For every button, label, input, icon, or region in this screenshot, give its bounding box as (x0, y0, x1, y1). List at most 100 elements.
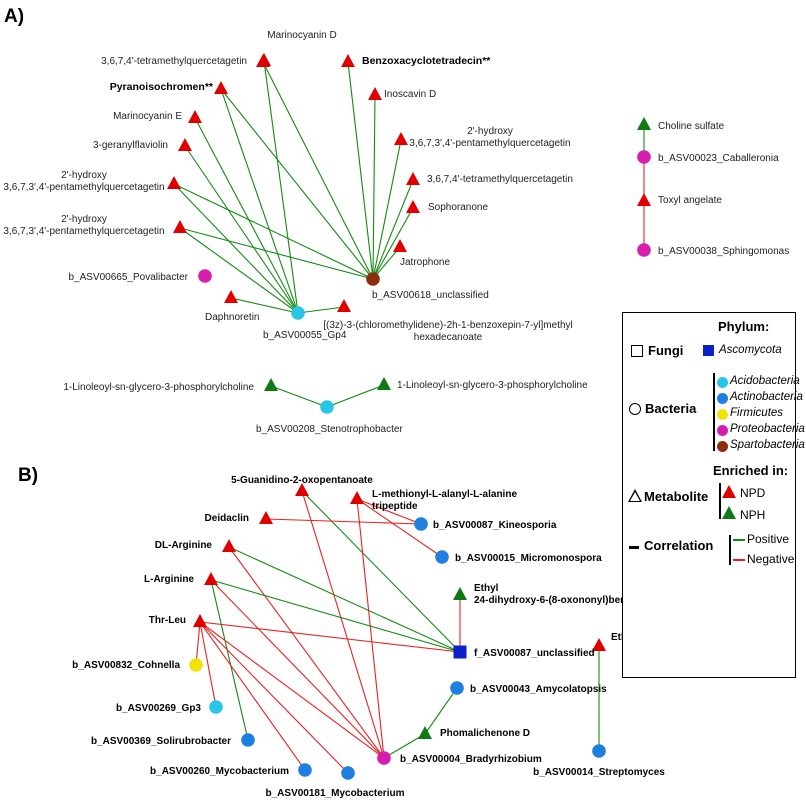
panel-b-edge-negative (199, 621, 306, 771)
nph-triangle-icon (722, 506, 736, 519)
metabolite-triangle-node (393, 238, 407, 252)
panel-b-node-label: b_ASV00004_Bradyrhizobium (400, 754, 542, 765)
panel-a-node-label: b_ASV00023_Caballeronia (658, 153, 779, 164)
acidobacteria-dot-icon (717, 377, 728, 388)
bacteria-circle-node (320, 400, 334, 414)
metabolite-triangle-node (637, 116, 651, 130)
panel-a-node-label: Inoscavin D (384, 89, 436, 100)
negative-line-icon (733, 559, 745, 561)
panel-a-node-label: [(3z)-3-(chloromethylidene)-2h-1-benzoxe… (323, 320, 573, 343)
panel-a-node-label: 1-Linoleoyl-sn-glycero-3-phosphorylcholi… (63, 382, 254, 393)
panel-b-node-label: b_ASV00181_Mycobacterium (266, 788, 405, 799)
panel-b-node-label: b_ASV00015_Micromonospora (455, 553, 602, 564)
legend-fungi: Fungi (648, 343, 684, 358)
panel-a-edge-positive (173, 183, 299, 314)
legend-ascomycota: Ascomycota (719, 344, 782, 356)
panel-a-node-label: b_ASV00618_unclassified (372, 290, 489, 301)
panel-a-edge-positive (270, 385, 328, 408)
section-label-a: A) (4, 6, 24, 27)
fungi-square-icon (631, 345, 643, 357)
bacteria-circle-node (291, 306, 305, 320)
firmicutes-dot-icon (717, 409, 728, 420)
bacteria-circle-node (592, 744, 606, 758)
legend-spartobacteria: Spartobacteria (730, 439, 805, 451)
panel-a-node-label: b_ASV00665_Povalibacter (68, 272, 188, 283)
panel-a-edge-positive (347, 61, 374, 280)
panel-a-edge-positive (372, 246, 401, 280)
panel-b-edge-negative (195, 621, 201, 666)
panel-a-node-label: Jatrophone (400, 257, 450, 268)
panel-b-edge-negative (301, 490, 385, 759)
metabolite-triangle-node (592, 637, 606, 651)
legend-bacteria: Bacteria (645, 401, 697, 416)
bacteria-circle-node (637, 243, 651, 257)
legend-proteobacteria: Proteobacteria (730, 423, 805, 435)
legend-positive: Positive (747, 532, 790, 546)
panel-a-edge-positive (230, 297, 299, 314)
panel-b-edge-negative (356, 498, 385, 759)
panel-b-node-label: b_ASV00369_Solirubrobacter (91, 736, 231, 747)
panel-b-node-label: Phomalichenone D (440, 728, 530, 739)
panel-b-node-label: b_ASV00269_Gp3 (116, 703, 201, 714)
bacteria-circle-node (366, 272, 380, 286)
panel-a-edge-positive (184, 145, 299, 314)
panel-b-node-label: b_ASV00832_Cohnella (72, 660, 180, 671)
legend-acidobacteria: Acidobacteria (730, 375, 800, 387)
bacteria-bracket (713, 373, 715, 451)
bacteria-circle-node (377, 751, 391, 765)
panel-b-edge-positive (210, 579, 461, 653)
bacteria-circle-node (198, 269, 212, 283)
panel-a-node-label: b_ASV00038_Sphingomonas (658, 246, 789, 257)
panel-a-edge-positive (372, 139, 402, 280)
legend-phylum-title: Phylum: (718, 319, 770, 334)
metabolite-triangle-node (264, 377, 278, 391)
metabolite-triangle-node (418, 725, 432, 739)
proteobacteria-dot-icon (717, 425, 728, 436)
metabolite-triangle-node (406, 199, 420, 213)
panel-a-node-label: Choline sulfate (658, 121, 725, 132)
panel-b-node-label: f_ASV00087_unclassified (474, 648, 595, 659)
panel-b-edge-negative (228, 546, 385, 759)
panel-b-node-label: b_ASV00043_Amycolatopsis (470, 684, 607, 695)
panel-b-edge-negative (356, 498, 422, 525)
metabolite-triangle-node (224, 289, 238, 303)
bacteria-circle-node (241, 733, 255, 747)
legend-negative: Negative (747, 552, 795, 566)
legend-correlation: Correlation (644, 538, 714, 553)
panel-a-edge-positive (263, 60, 299, 314)
correlation-line-icon (629, 546, 639, 549)
actinobacteria-dot-icon (717, 393, 728, 404)
legend-metabolite: Metabolite (644, 489, 709, 504)
panel-b-edge-negative (265, 518, 422, 525)
panel-b-node-label: b_ASV00087_Kineosporia (433, 520, 557, 531)
panel-a-node-label: Toxyl angelate (658, 195, 722, 206)
correlation-bracket (729, 535, 731, 565)
panel-b-node-label: L-Arginine (144, 574, 194, 585)
panel-b-node-label: b_ASV00260_Mycobacterium (150, 766, 289, 777)
metabolite-triangle-node (259, 510, 273, 524)
panel-b-edge-negative (199, 621, 349, 774)
ascomycota-square-icon (703, 345, 714, 356)
panel-b-node-label: Deidaclin (205, 513, 249, 524)
panel-b-edge-negative (210, 579, 385, 759)
bacteria-circle-node (341, 766, 355, 780)
panel-a-node-label: 3,6,7,4'-tetramethylquercetagetin (101, 56, 247, 67)
spartobacteria-dot-icon (717, 441, 728, 452)
metabolite-triangle-node (350, 490, 364, 504)
panel-a-node-label: 3,6,7,4'-tetramethylquercetagetin (427, 174, 573, 185)
bacteria-circle-node (189, 658, 203, 672)
panel-a-edge-positive (179, 227, 299, 314)
metabolite-triangle-node (167, 175, 181, 189)
panel-b-edge-negative (356, 498, 443, 558)
panel-b-node-label: 5-Guanidino-2-oxopentanoate (231, 475, 373, 486)
panel-a-node-label: Benzoxacyclotetradecin** (362, 55, 491, 67)
edges-layer (173, 60, 645, 774)
labels-layer: Marinocyanin D3,6,7,4'-tetramethylquerce… (3, 30, 789, 799)
panel-b-node-label: Thr-Leu (149, 615, 186, 626)
panel-b-node-label: DL-Arginine (155, 540, 213, 551)
metabolite-triangle-node (637, 192, 651, 206)
legend: Phylum: Fungi Ascomycota Bacteria Acidob… (622, 312, 805, 678)
